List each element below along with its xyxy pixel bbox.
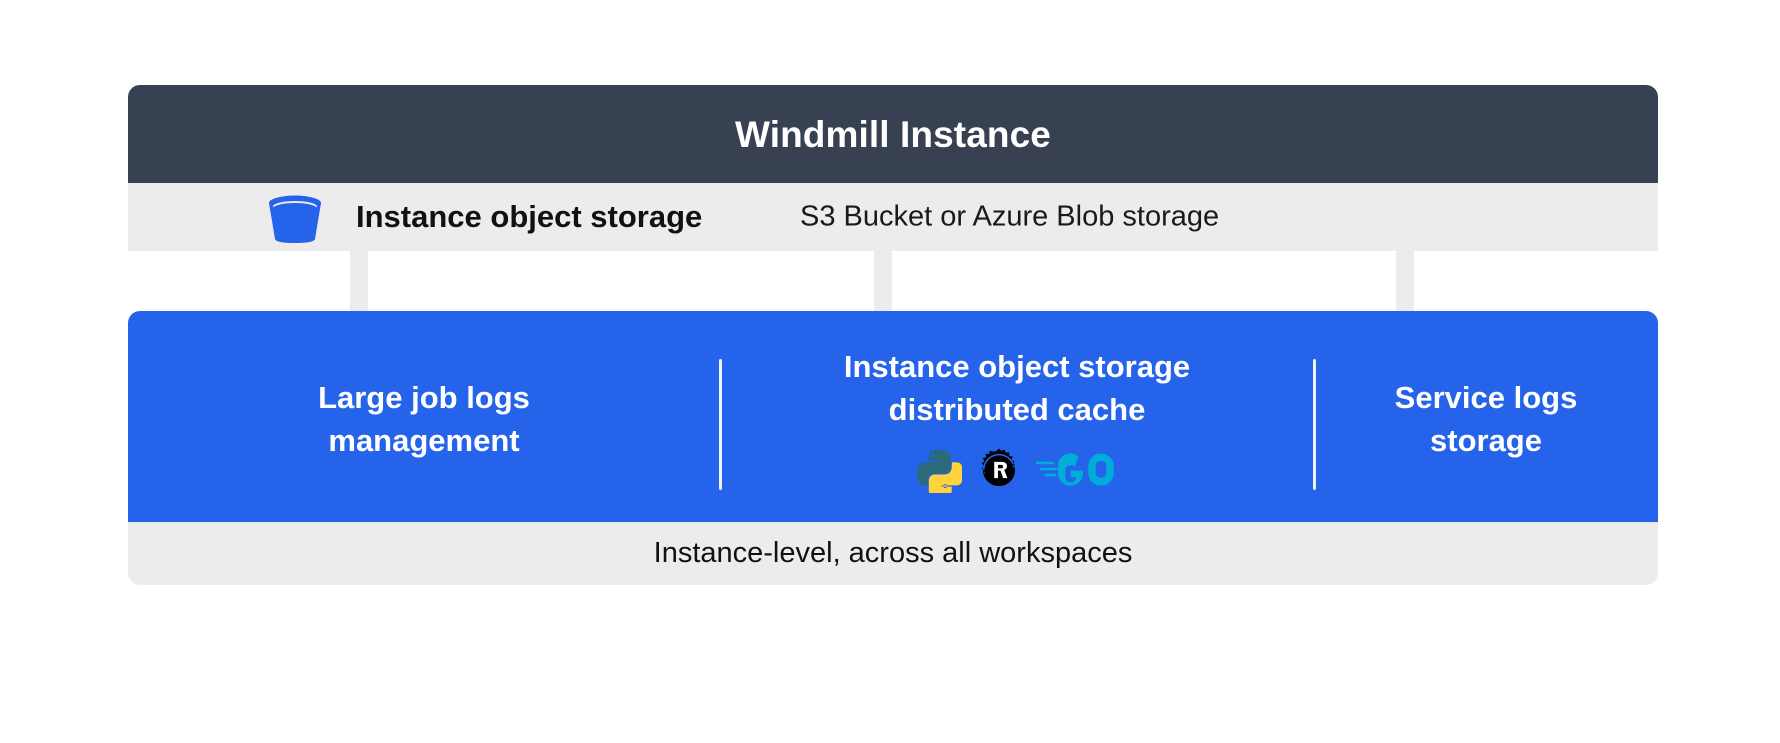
bucket-icon xyxy=(267,193,323,245)
feature-service-logs-storage: Service logs storage xyxy=(1314,311,1658,522)
feature-title: Large job logs management xyxy=(318,380,530,458)
features-panel: Large job logs management Instance objec… xyxy=(128,311,1658,522)
language-logos xyxy=(916,447,1118,493)
feature-large-job-logs-management: Large job logs management xyxy=(128,311,720,522)
instance-object-storage-diagram: Windmill Instance Instance object storag… xyxy=(128,85,1658,585)
instance-header-bar: Windmill Instance xyxy=(128,85,1658,183)
feature-instance-object-storage-distributed-cache: Instance object storage distributed cach… xyxy=(720,311,1314,522)
scope-footer-bar: Instance-level, across all workspaces xyxy=(128,522,1658,585)
scope-label: Instance-level, across all workspaces xyxy=(653,537,1133,569)
page-title: Windmill Instance xyxy=(735,113,1051,155)
storage-backend-label: S3 Bucket or Azure Blob storage xyxy=(800,200,1220,233)
feature-title: Instance object storage distributed cach… xyxy=(843,349,1191,427)
instance-object-storage-label: Instance object storage xyxy=(356,199,703,234)
python-logo-icon xyxy=(916,447,962,493)
go-logo-icon xyxy=(1036,452,1118,488)
column-divider-left xyxy=(719,359,722,490)
instance-object-storage-row: Instance object storage S3 Bucket or Azu… xyxy=(128,183,1658,251)
column-divider-right xyxy=(1313,359,1316,490)
rust-logo-icon xyxy=(976,447,1022,493)
feature-title: Service logs storage xyxy=(1394,380,1578,458)
